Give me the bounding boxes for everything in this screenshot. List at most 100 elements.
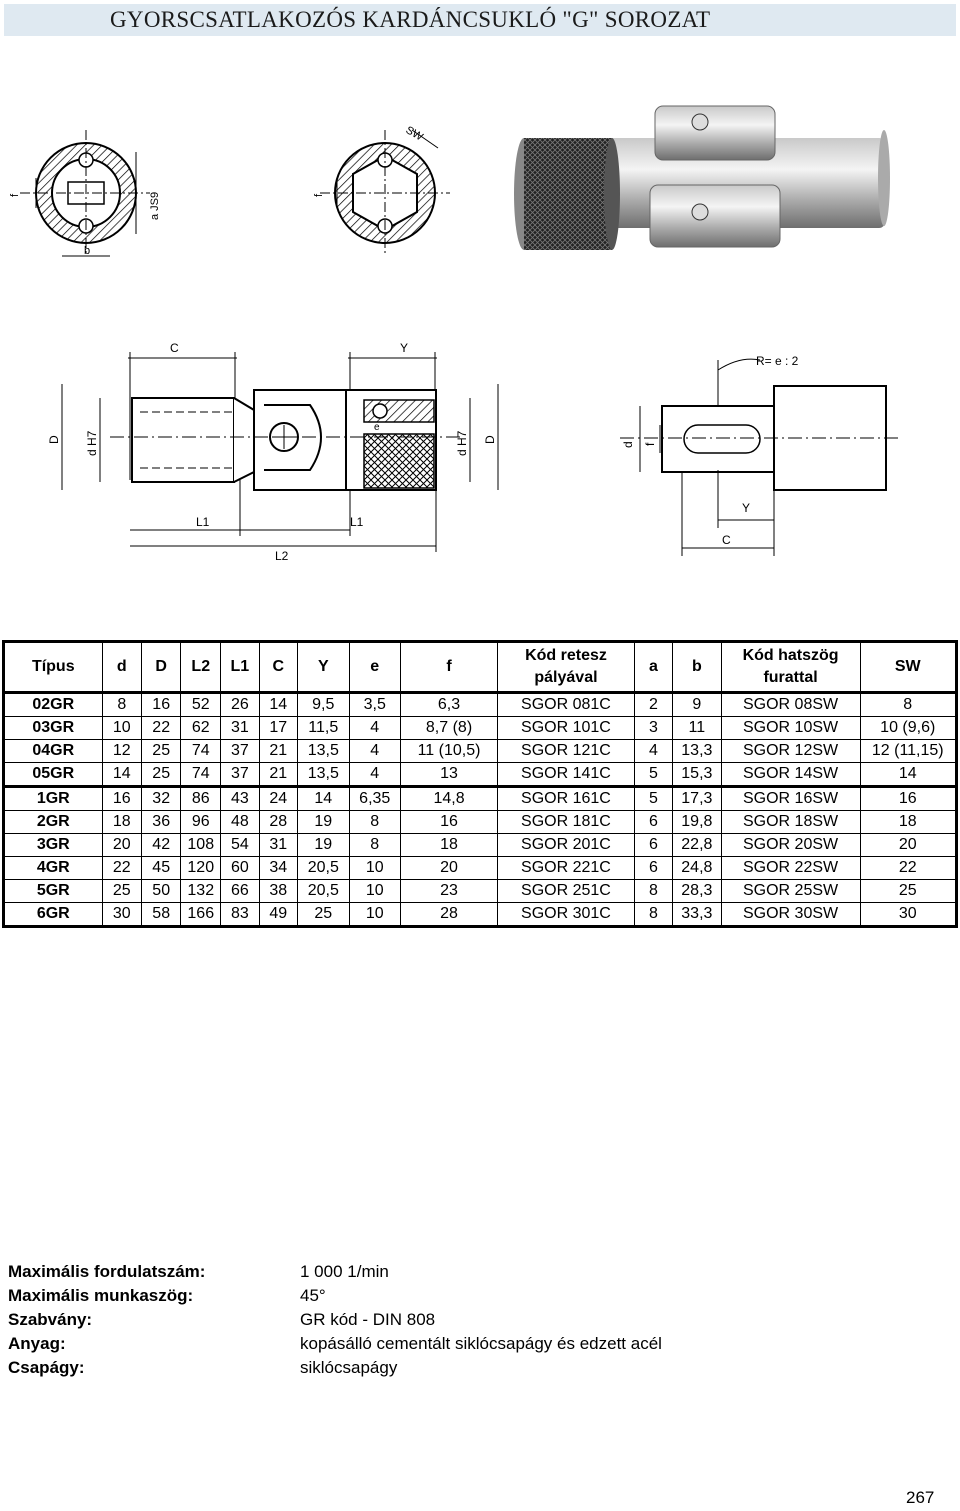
header-b: b xyxy=(672,641,722,693)
table-cell: 2 xyxy=(633,692,674,717)
table-cell: SGOR 301C xyxy=(497,902,635,927)
table-cell: 166 xyxy=(180,902,222,927)
table-cell: 74 xyxy=(180,762,222,787)
table-cell-type: 02GR xyxy=(3,692,103,717)
table-cell: 10 (9,6) xyxy=(859,716,957,740)
header-f: f xyxy=(399,641,499,693)
property-row: Maximális munkaszög:45° xyxy=(8,1284,662,1308)
table-cell: 18 xyxy=(101,810,142,834)
table-cell: 17 xyxy=(258,716,299,740)
table-cell: 52 xyxy=(180,692,222,717)
header-kod-retesz: Kód retesz pályával xyxy=(497,641,635,693)
property-value: 1 000 1/min xyxy=(300,1262,389,1281)
table-cell: 8 xyxy=(633,879,674,903)
table-cell: 30 xyxy=(101,902,142,927)
header-D: D xyxy=(140,641,182,693)
property-label: Anyag: xyxy=(8,1334,66,1353)
header-SW: SW xyxy=(859,641,957,693)
table-cell: 96 xyxy=(180,810,222,834)
table-cell: SGOR 30SW xyxy=(720,902,861,927)
table-cell: SGOR 25SW xyxy=(720,879,861,903)
table-cell: 3,5 xyxy=(348,692,401,717)
label-dh7-right: d H7 xyxy=(455,430,469,456)
table-cell: 5 xyxy=(633,762,674,787)
table-cell: SGOR 16SW xyxy=(720,785,861,811)
table-cell: 22 xyxy=(101,856,142,880)
table-cell: 25 xyxy=(101,879,142,903)
table-cell: 10 xyxy=(348,902,401,927)
table-cell: SGOR 18SW xyxy=(720,810,861,834)
table-cell: SGOR 20SW xyxy=(720,833,861,857)
page-title: GYORSCSATLAKOZÓS KARDÁNCSUKLÓ "G" SOROZA… xyxy=(110,7,711,32)
table-cell: 5 xyxy=(633,785,674,811)
table-cell: 16 xyxy=(101,785,142,811)
table-cell: 14,8 xyxy=(399,785,499,811)
page-number: 267 xyxy=(906,1488,935,1507)
title-bar: GYORSCSATLAKOZÓS KARDÁNCSUKLÓ "G" SOROZA… xyxy=(4,4,956,36)
header-tipus: Típus xyxy=(3,641,103,693)
detail-drawing xyxy=(620,358,900,556)
table-cell: 120 xyxy=(180,856,222,880)
label-f-1: f xyxy=(9,193,21,197)
table-cell: 11 (10,5) xyxy=(399,739,499,763)
header-L1: L1 xyxy=(220,641,260,693)
property-label: Szabvány: xyxy=(8,1310,93,1329)
table-cell: 14 xyxy=(297,785,350,811)
table-cell: SGOR 161C xyxy=(497,785,635,811)
table-cell: 24 xyxy=(258,785,299,811)
spec-table: Típus d D L2 L1 C Y e f Kód retesz pályá… xyxy=(2,640,958,928)
table-cell: 32 xyxy=(140,785,182,811)
table-cell: 132 xyxy=(180,879,222,903)
table-cell: SGOR 081C xyxy=(497,692,635,717)
table-cell: 8,7 (8) xyxy=(399,716,499,740)
table-cell: 14 xyxy=(101,762,142,787)
table-cell: 9,5 xyxy=(297,692,350,717)
product-photo xyxy=(514,105,890,250)
table-cell: SGOR 181C xyxy=(497,810,635,834)
table-cell: 45 xyxy=(140,856,182,880)
property-value: kopásálló cementált siklócsapágy és edze… xyxy=(300,1334,662,1353)
table-cell: 31 xyxy=(220,716,260,740)
table-cell: 86 xyxy=(180,785,222,811)
table-cell: 16 xyxy=(399,810,499,834)
label-dh7-left: d H7 xyxy=(85,430,99,456)
label-y-1: Y xyxy=(400,341,408,355)
table-cell: 37 xyxy=(220,762,260,787)
cross-section-hexagon xyxy=(320,129,450,256)
table-cell: 31 xyxy=(258,833,299,857)
label-c-detail: C xyxy=(722,533,731,547)
header-kod-hatszog: Kód hatszög furattal xyxy=(720,641,861,693)
table-cell: 15,3 xyxy=(672,762,722,787)
table-cell: SGOR 10SW xyxy=(720,716,861,740)
table-cell: 23 xyxy=(399,879,499,903)
technical-drawings: f a JS9 b SW f xyxy=(9,105,900,563)
table-cell: 22,8 xyxy=(672,833,722,857)
table-cell: SGOR 121C xyxy=(497,739,635,763)
table-cell: 42 xyxy=(140,833,182,857)
header-kod-retesz-line1: Kód retesz xyxy=(525,647,607,664)
table-cell: 22 xyxy=(859,856,957,880)
table-cell-type: 05GR xyxy=(3,762,103,787)
table-cell: 28 xyxy=(258,810,299,834)
header-Y: Y xyxy=(297,641,350,693)
table-cell: 60 xyxy=(220,856,260,880)
table-cell: 17,3 xyxy=(672,785,722,811)
table-cell: 43 xyxy=(220,785,260,811)
table-cell: 30 xyxy=(859,902,957,927)
table-cell: 20,5 xyxy=(297,879,350,903)
table-cell: 48 xyxy=(220,810,260,834)
table-cell: 10 xyxy=(101,716,142,740)
table-cell-type: 03GR xyxy=(3,716,103,740)
table-cell: 66 xyxy=(220,879,260,903)
property-row: Szabvány:GR kód - DIN 808 xyxy=(8,1308,662,1332)
table-cell: 25 xyxy=(859,879,957,903)
table-cell: 11 xyxy=(672,716,722,740)
label-d-detail: d xyxy=(621,441,635,448)
